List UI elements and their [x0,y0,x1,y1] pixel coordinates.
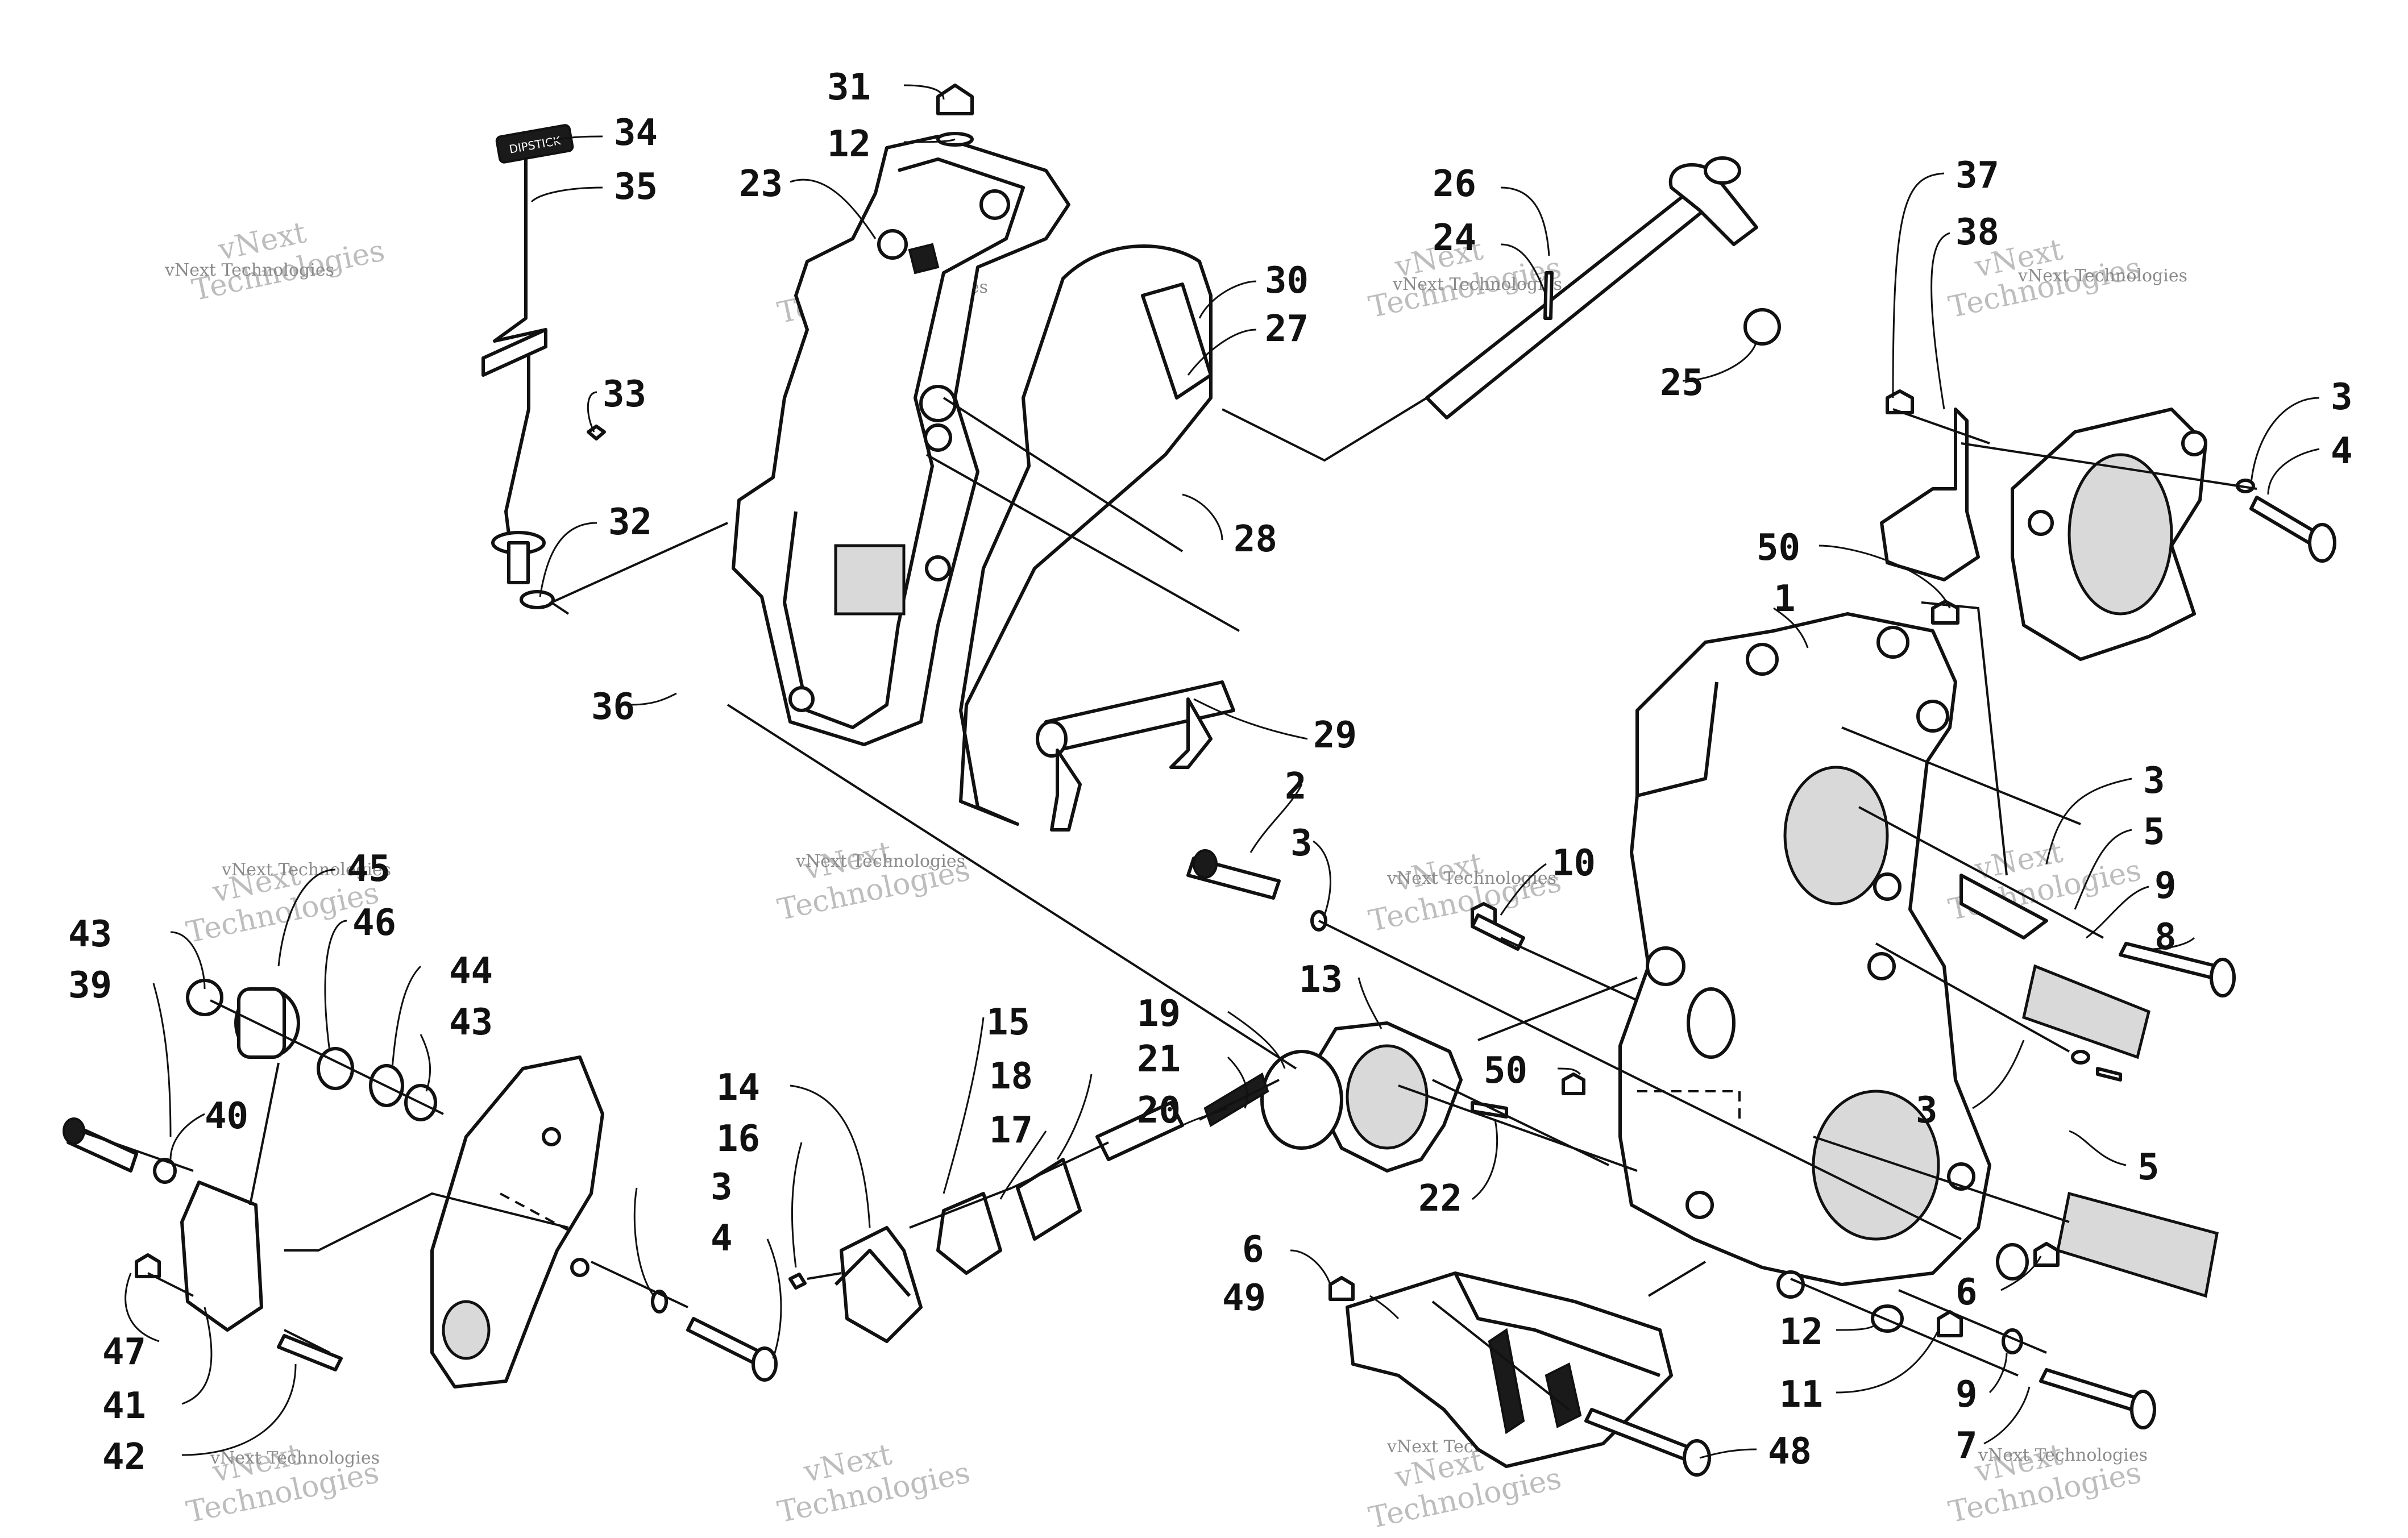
watermark-small: vNext Technologies [221,860,391,880]
callout-12: 12 [1779,1311,1823,1353]
shaft-part [1425,156,1781,419]
callout-47: 47 [102,1331,146,1373]
callout-numbers: 31 12 34 35 23 26 24 30 27 25 37 38 3 4 … [68,66,2353,1478]
skid-bracket-part [1328,1242,2060,1477]
gasket-part [959,244,1213,826]
callout-32: 32 [608,501,652,543]
callout-4: 4 [711,1217,733,1260]
callout-1: 1 [1774,578,1796,620]
callout-17: 17 [989,1109,1033,1152]
callout-3: 3 [1290,822,1313,864]
callout-13: 13 [1299,959,1343,1001]
callout-41: 41 [102,1385,146,1427]
callout-3: 3 [2331,376,2353,418]
watermark-small: vNext Technologies [1392,275,1562,294]
left-cover-part [63,979,778,1389]
callout-7: 7 [1956,1425,1978,1467]
callout-21: 21 [1137,1038,1181,1080]
callout-29: 29 [1313,714,1357,756]
chaincase-housing-part [1618,600,1991,1299]
callout-18: 18 [989,1055,1033,1098]
watermark-small: vNext Technologies [1978,1445,2148,1465]
callout-8: 8 [2154,916,2177,958]
leader-lines [124,84,2320,1459]
callout-26: 26 [1433,163,1476,205]
callout-10: 10 [1552,842,1596,884]
right-shafts-part [1959,874,2236,1429]
callout-45: 45 [347,848,391,890]
callout-48: 48 [1768,1431,1812,1473]
top-right-bracket-part [1880,389,2336,661]
callout-25: 25 [1660,362,1704,404]
callout-49: 49 [1222,1277,1266,1319]
callout-38: 38 [1956,211,1999,253]
callout-11: 11 [1779,1374,1823,1416]
callout-27: 27 [1265,308,1309,350]
pin-bracket-part [1036,680,1235,832]
callout-3: 3 [711,1166,733,1208]
callout-15: 15 [986,1001,1030,1044]
tensioner-part [788,1021,1463,1343]
callout-4: 4 [2331,430,2353,472]
watermark-small: vNext Technologies [164,260,334,280]
callout-20: 20 [1137,1090,1181,1132]
callout-28: 28 [1234,518,1277,560]
callout-22: 22 [1418,1178,1462,1220]
callout-30: 30 [1265,260,1309,302]
callout-9: 9 [2154,865,2177,907]
chaincase-cover-part [732,84,1070,746]
callout-2: 2 [1285,766,1307,808]
watermark-small: vNext Technologies [210,1448,380,1468]
watermark-small: vNext Technologies [1386,868,1556,888]
callout-40: 40 [205,1095,248,1137]
callout-9: 9 [1956,1374,1978,1416]
callout-50: 50 [1757,527,1800,569]
callout-43: 43 [68,913,112,955]
callout-6: 6 [1242,1229,1264,1271]
callout-6: 6 [1956,1271,1978,1313]
callout-36: 36 [591,686,635,728]
callout-19: 19 [1137,993,1181,1035]
bolts-part [1186,849,1585,1119]
callout-23: 23 [739,163,783,205]
callout-5: 5 [2143,811,2165,853]
callout-43: 43 [449,1001,493,1044]
callout-46: 46 [352,902,396,944]
callout-24: 24 [1433,217,1476,259]
callout-16: 16 [716,1118,760,1160]
callout-3: 3 [2143,760,2165,802]
callout-44: 44 [449,950,493,992]
watermark-small: vNext Technologies [795,851,965,871]
callout-37: 37 [1956,155,1999,197]
callout-42: 42 [102,1436,146,1478]
callout-14: 14 [716,1067,760,1109]
callout-12: 12 [827,123,871,165]
dipstick-part: DIPSTICK [481,124,606,609]
watermark-small: vNext Technologies [2017,266,2187,286]
callout-34: 34 [614,112,658,154]
callout-35: 35 [614,166,658,208]
callout-31: 31 [827,66,871,109]
callout-33: 33 [603,373,646,415]
callout-50: 50 [1484,1050,1527,1092]
callout-39: 39 [68,965,112,1007]
callout-3: 3 [1916,1090,1938,1132]
callout-5: 5 [2137,1146,2160,1188]
